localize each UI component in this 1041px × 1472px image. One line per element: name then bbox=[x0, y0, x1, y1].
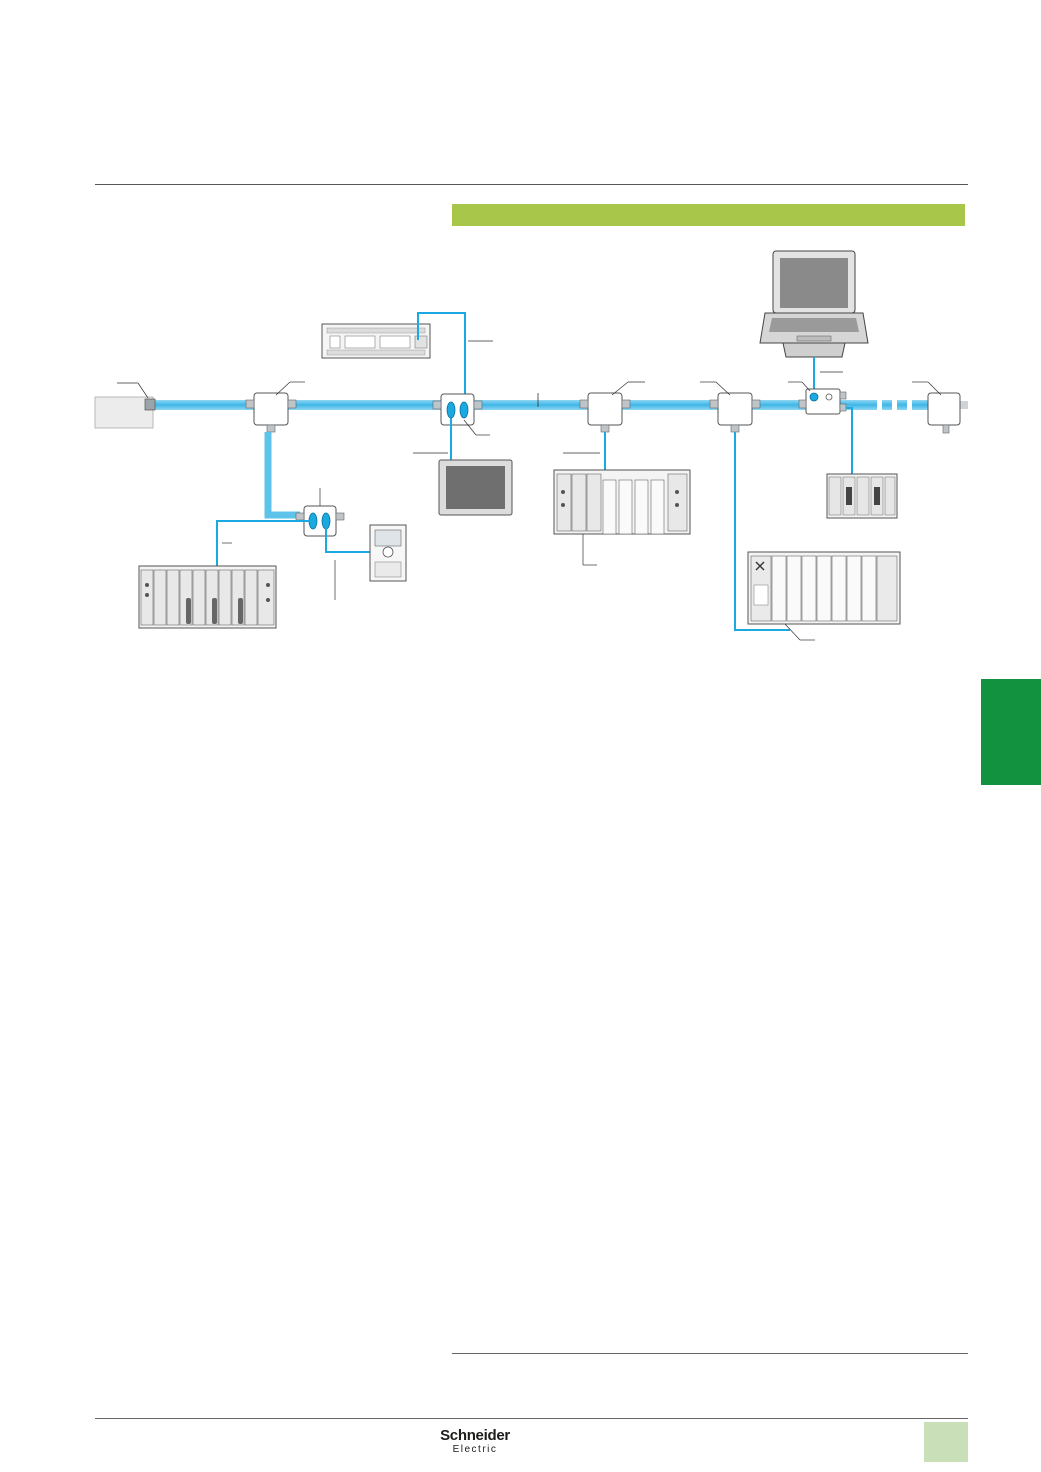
brand-name: Schneider bbox=[440, 1427, 510, 1444]
touch-panel-hmi bbox=[438, 459, 513, 516]
terminator-block bbox=[94, 382, 156, 429]
compact-plc-top bbox=[321, 323, 431, 359]
main-trunk-cable bbox=[152, 400, 968, 410]
modular-plc-rack-left bbox=[138, 565, 277, 629]
tap-junction-box-1 bbox=[245, 381, 305, 433]
brand-sub: Electric bbox=[452, 1444, 498, 1455]
footer-rule bbox=[95, 1418, 968, 1419]
dual-port-tap-lower bbox=[295, 488, 345, 537]
i-o-island bbox=[826, 473, 898, 519]
content-bottom-rule bbox=[452, 1353, 968, 1354]
tap-junction-box-end bbox=[912, 381, 961, 434]
laptop-pc bbox=[759, 250, 869, 358]
modular-plc-rack-right bbox=[747, 551, 901, 625]
modular-plc-rack-center bbox=[553, 469, 691, 535]
header-rule bbox=[95, 184, 968, 185]
tap-junction-box-3 bbox=[700, 381, 761, 433]
dual-port-tap-trunk bbox=[432, 393, 483, 426]
section-title-band bbox=[452, 204, 965, 226]
variable-speed-drive bbox=[369, 524, 407, 582]
network-topology-diagram bbox=[94, 250, 968, 641]
brand-logo: Schneider Electric bbox=[430, 1428, 520, 1462]
diagnostic-tap-box bbox=[788, 381, 847, 415]
tap-junction-box-2 bbox=[579, 381, 645, 433]
page-number-box bbox=[924, 1422, 968, 1462]
chapter-tab bbox=[981, 679, 1041, 785]
